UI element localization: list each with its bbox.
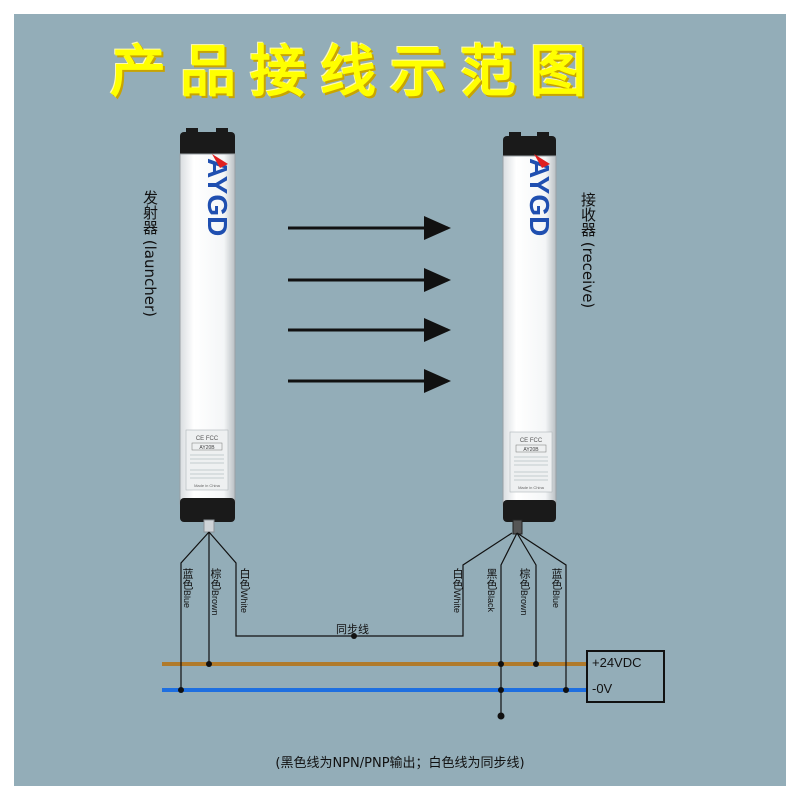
receiver-label: 接收器 (receive) — [579, 192, 597, 309]
receiver-sensor: CE FCC AY20B Made in China AYGD — [502, 132, 557, 535]
wire-label-cn: 棕色 — [518, 568, 531, 590]
wire-label-blue-right: 蓝色Blue — [550, 568, 563, 609]
emitter-blue-wire — [180, 531, 210, 690]
emitter-logo: AYGD — [202, 154, 233, 236]
emitter-made-in-text: Made in China — [194, 483, 221, 488]
wire-label-cn: 黑色 — [485, 568, 498, 590]
wire-label-brown-left: 棕色Brown — [209, 568, 222, 616]
receiver-spec-plate — [509, 431, 553, 493]
wire-label-cn: 棕色 — [209, 568, 222, 590]
receiver-logo: AYGD — [524, 154, 555, 236]
wire-label-black-right: 黑色Black — [485, 568, 498, 613]
wire-label-en: White — [452, 590, 462, 614]
power-supply-box — [586, 650, 665, 703]
emitter-spec-plate — [185, 429, 229, 491]
psu-positive-label: +24VDC — [592, 655, 642, 670]
wire-label-cn: 白色 — [451, 568, 464, 590]
footnote: (黑色线为NPN/PNP输出；白色线为同步线) — [275, 756, 525, 771]
wire-label-white-right: 白色White — [451, 568, 464, 614]
receiver-cert-text: CE FCC — [520, 438, 543, 444]
light-beam-arrows — [288, 216, 451, 393]
wire-label-brown-right: 棕色Brown — [518, 568, 531, 616]
page-title: 产品接线示范图 — [110, 40, 600, 105]
emitter-model-text: AY20B — [199, 445, 215, 451]
wire-label-white-left: 白色White — [238, 568, 251, 614]
wire-label-en: Blue — [182, 590, 192, 609]
receiver-top-cap — [503, 136, 556, 160]
wire-label-blue-left: 蓝色Blue — [181, 568, 194, 609]
emitter-top-cap — [180, 132, 235, 158]
sync-wire — [208, 531, 513, 637]
receiver-blue-wire — [516, 532, 567, 690]
psu-negative-label: -0V — [592, 681, 613, 696]
wire-label-en: White — [239, 590, 249, 614]
wire-label-cn: 白色 — [238, 568, 251, 590]
diagram-background — [14, 14, 786, 786]
wire-label-en: Brown — [519, 590, 529, 616]
wire-label-en: Blue — [551, 590, 561, 609]
receiver-model-text: AY20B — [523, 447, 539, 453]
emitter-cert-text: CE FCC — [196, 436, 219, 442]
wire-label-cn: 蓝色 — [550, 568, 563, 590]
receiver-brown-wire — [516, 532, 537, 664]
emitter-bottom-cap — [180, 498, 235, 522]
receiver-bottom-cap — [503, 500, 556, 522]
emitter-logo-text: AYGD — [202, 158, 233, 236]
emitter-sensor: CE FCC AY20B Made in China AYGD — [179, 128, 236, 533]
wire-label-cn: 蓝色 — [181, 568, 194, 590]
emitter-wires — [180, 531, 513, 690]
wire-label-en: Brown — [210, 590, 220, 616]
wire-label-en: Black — [486, 590, 496, 613]
receiver-made-in-text: Made in China — [518, 485, 545, 490]
junction-dots — [178, 633, 569, 720]
sync-wire-label: 同步线 — [336, 623, 369, 636]
receiver-logo-text: AYGD — [524, 158, 555, 236]
emitter-label: 发射器 (launcher) — [141, 190, 159, 317]
